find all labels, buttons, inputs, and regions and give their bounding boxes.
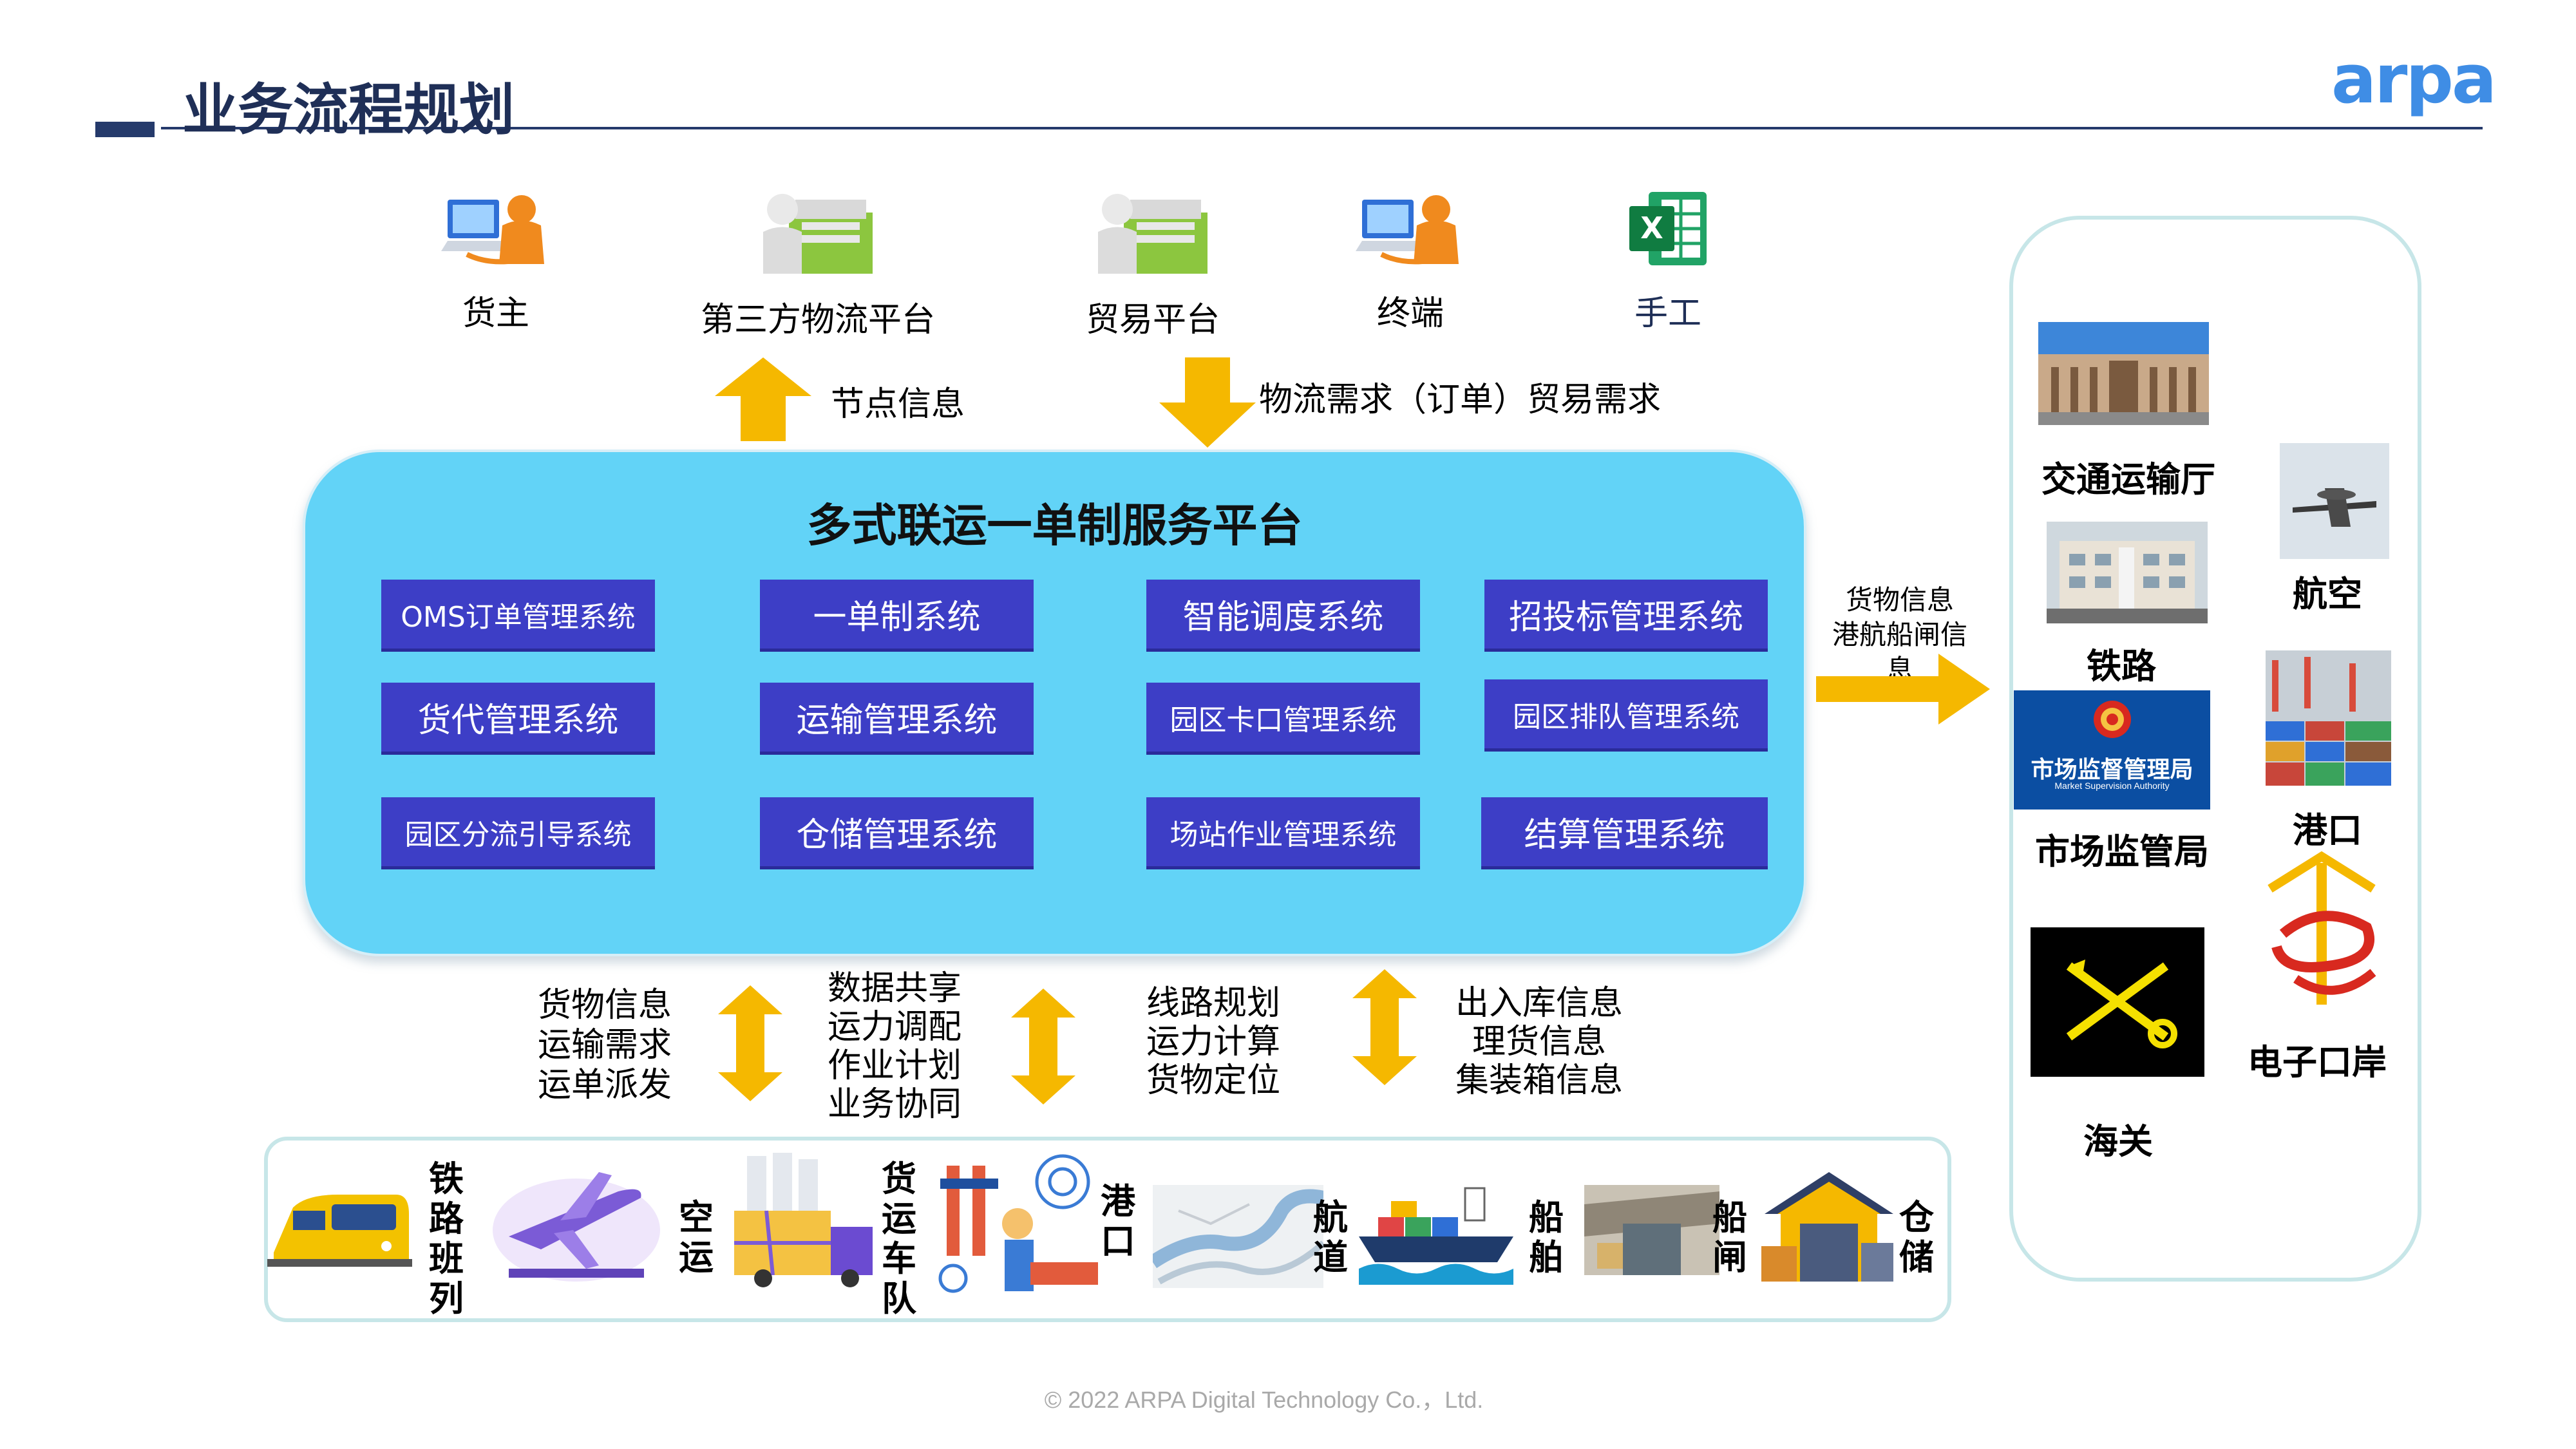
source-3pl-platform: 第三方物流平台 (683, 187, 953, 341)
module-oms[interactable]: OMS订单管理系统 (381, 580, 655, 652)
source-label: 第三方物流平台 (700, 301, 935, 339)
right-arrow-note: 货物信息 港航船闸信息 (1823, 583, 1977, 687)
note-line: 集装箱信息 (1455, 1061, 1624, 1100)
title-accent-bar (95, 122, 155, 137)
arpa-logo: arpa (2331, 40, 2497, 118)
note-line: 作业计划 (828, 1046, 962, 1085)
market-supervision-badge: 市场监督管理局 Market Supervision Authority (2014, 690, 2210, 810)
mode-label-warehouse: 仓储 (1899, 1197, 1934, 1278)
port-icon (938, 1154, 1098, 1293)
note-line: 数据共享 (828, 969, 962, 1008)
module-forwarding[interactable]: 货代管理系统 (381, 683, 655, 755)
authority-customs: 海关 (2083, 1121, 2153, 1162)
footer-copyright: © 2022 ARPA Digital Technology Co.，Ltd. (1044, 1387, 1484, 1413)
down-arrow (1159, 357, 1256, 448)
warehouse-icon (1761, 1172, 1893, 1282)
excel-icon: X (1629, 192, 1707, 265)
market-badge-title: 市场监督管理局 (2031, 757, 2193, 783)
market-badge-subtitle: Market Supervision Authority (2054, 781, 2170, 791)
source-label: 终端 (1376, 294, 1444, 333)
ship-icon (1359, 1187, 1513, 1285)
module-diversion[interactable]: 园区分流引导系统 (381, 797, 655, 869)
mode-label-port: 港口 (1101, 1181, 1135, 1262)
right-arrow-line: 货物信息 (1845, 584, 1954, 616)
server-person-icon (1098, 194, 1208, 274)
railway-bureau-photo (2047, 522, 2208, 623)
platform-title: 多式联运一单制服务平台 (806, 499, 1303, 552)
authority-eport: 电子口岸 (2248, 1042, 2387, 1083)
authority-port: 港口 (2293, 810, 2362, 851)
note-line: 运力调配 (828, 1008, 962, 1046)
svg-text:X: X (1640, 211, 1663, 245)
port-container-photo (2266, 650, 2391, 786)
page-title: 业务流程规划 (182, 78, 515, 142)
bottom-note-2: 数据共享 运力调配 作业计划 业务协同 (828, 969, 961, 1124)
double-arrow (1011, 989, 1075, 1104)
mode-label-ship: 船舶 (1529, 1197, 1564, 1278)
source-manual: X 手工 (1604, 187, 1732, 334)
note-line: 运力计算 (1146, 1023, 1281, 1061)
mode-label-rail: 铁路班列 (429, 1159, 464, 1319)
source-cargo-owner: 货主 (419, 187, 573, 334)
source-label: 货主 (462, 294, 529, 333)
ship-lock-photo (1584, 1185, 1719, 1275)
mode-label-air: 空运 (679, 1197, 714, 1278)
module-settlement[interactable]: 结算管理系统 (1481, 797, 1768, 869)
mode-label-waterway: 航道 (1313, 1197, 1348, 1278)
module-station[interactable]: 场站作业管理系统 (1146, 797, 1420, 869)
train-icon (267, 1195, 412, 1267)
user-computer-icon (441, 195, 544, 265)
note-line: 运输需求 (538, 1026, 672, 1065)
source-label: 贸易平台 (1085, 301, 1220, 339)
user-computer-icon (1356, 195, 1459, 265)
note-line: 业务协同 (828, 1085, 962, 1124)
bottom-note-1: 货物信息 运输需求 运单派发 (538, 985, 672, 1105)
bottom-note-3: 线路规划 运力计算 货物定位 (1146, 984, 1280, 1100)
note-line: 货物定位 (1146, 1061, 1281, 1100)
module-gate[interactable]: 园区卡口管理系统 (1146, 683, 1420, 755)
module-queue[interactable]: 园区排队管理系统 (1484, 679, 1768, 752)
air-freight-icon (493, 1172, 660, 1282)
note-line: 线路规划 (1146, 984, 1281, 1023)
authority-railway: 铁路 (2087, 646, 2156, 687)
national-emblem-icon (2094, 701, 2131, 738)
module-bidding[interactable]: 招投标管理系统 (1484, 580, 1768, 652)
authority-market: 市场监管局 (2035, 831, 2209, 872)
double-arrow (718, 985, 782, 1101)
eport-logo (2268, 851, 2376, 1005)
note-line: 运单派发 (538, 1066, 672, 1104)
source-terminal: 终端 (1340, 187, 1481, 334)
module-transport[interactable]: 运输管理系统 (760, 683, 1034, 755)
source-trade-platform: 贸易平台 (1069, 187, 1236, 341)
module-smart-dispatch[interactable]: 智能调度系统 (1146, 580, 1420, 652)
module-warehouse[interactable]: 仓储管理系统 (760, 797, 1034, 869)
source-label: 手工 (1634, 294, 1701, 333)
customs-emblem (2031, 927, 2204, 1077)
note-line: 货物信息 (538, 986, 672, 1025)
mode-label-lock: 船闸 (1712, 1197, 1747, 1278)
down-arrow-note: 物流需求（订单）贸易需求 (1259, 381, 1662, 419)
authority-transport-dept: 交通运输厅 (2041, 459, 2215, 500)
note-line: 理货信息 (1472, 1023, 1607, 1061)
double-arrow (1352, 969, 1417, 1085)
right-arrow-line: 港航船闸信息 (1832, 619, 1967, 685)
note-line: 出入库信息 (1455, 984, 1624, 1023)
server-person-icon (763, 194, 873, 274)
bottom-note-4: 出入库信息 理货信息 集装箱信息 (1455, 984, 1623, 1100)
truck-fleet-icon (734, 1153, 873, 1287)
module-single-bill[interactable]: 一单制系统 (760, 580, 1034, 652)
customs-key-icon (2066, 960, 2177, 1048)
right-arrow (1816, 654, 1990, 724)
aviation-photo (2280, 443, 2389, 559)
up-arrow (715, 357, 811, 441)
waterway-map-icon (1153, 1185, 1323, 1288)
up-arrow-note: 节点信息 (831, 385, 965, 424)
transport-dept-photo (2038, 322, 2209, 425)
mode-label-truck: 货运车队 (882, 1159, 916, 1319)
title-divider (161, 127, 2483, 129)
authority-aviation: 航空 (2293, 574, 2362, 614)
